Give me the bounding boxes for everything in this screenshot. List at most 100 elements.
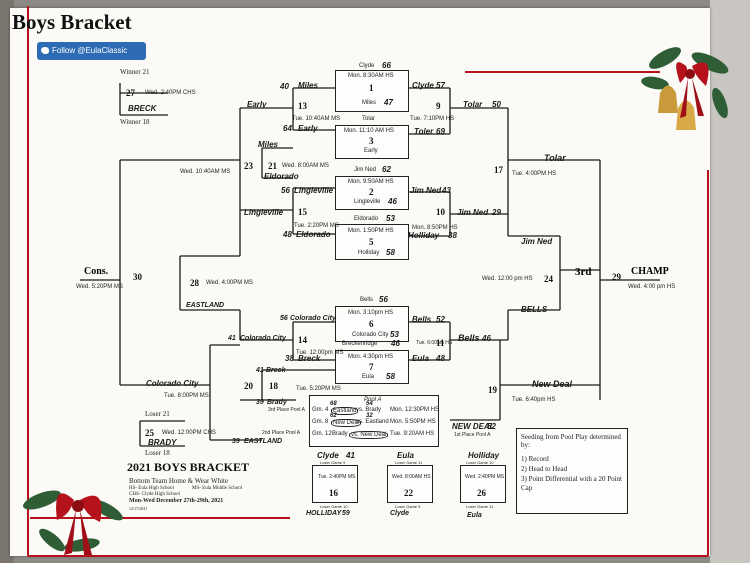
- pool-row-time: Mon. 5:50PM HS: [390, 419, 436, 425]
- game14-top-team: Colorado City: [290, 315, 336, 322]
- game27-time: Wed. 2:40PM CHS: [145, 90, 196, 96]
- loser21-label: Loser 21: [145, 410, 170, 418]
- game3-time: Mon. 11:10 AM HS: [344, 128, 394, 134]
- game3-number: 3: [369, 136, 374, 146]
- pool-row-game: Gm. 8: [312, 419, 329, 425]
- game11-winner: Bells: [458, 333, 480, 343]
- game20-top-team: Brady: [267, 399, 287, 406]
- footer-line1: Bottom Team Home & Wear White: [129, 477, 229, 485]
- pool-row-time: Tue. 9:20AM HS: [390, 431, 435, 437]
- game26-card: Holliday Loser Game 10 Wed. 2:40PM MS 26…: [460, 451, 506, 511]
- game29-time: Wed. 4:00 pm HS: [628, 284, 676, 290]
- game22-card: Eula Loser Game 11 Wed. 8:00AM HS 22 Los…: [387, 451, 433, 511]
- game26-time: Wed. 2:40PM MS: [465, 474, 505, 480]
- game16-foot-team: HOLLIDAY: [306, 510, 342, 517]
- game1-box: Mon. 8:30AM HS 1 Miles 47: [335, 70, 409, 112]
- game14-number: 14: [298, 335, 307, 345]
- seeding-title: Seeding from Pool Play determined by:: [521, 433, 621, 449]
- game24-bottom-team: BELLS: [521, 305, 548, 314]
- game26-box: Wed. 2:40PM MS 26: [460, 465, 506, 503]
- pool-rows: Gm. 4 68 Eastland vs. Brady 54 Mon. 12:3…: [312, 401, 440, 440]
- game7-bottom-team: Eula: [362, 374, 375, 380]
- game18-number: 18: [269, 381, 278, 391]
- footer-line5: 12/17/2021: [129, 506, 148, 511]
- game18-top-score: 38: [285, 354, 294, 363]
- champ-label: CHAMP: [631, 266, 669, 277]
- game16-card: Clyde 41 Loser Game 9 Tue. 2:40PM MS 16 …: [312, 451, 358, 511]
- game1-bottom-team: Miles: [362, 100, 377, 106]
- game23-time: Wed. 10:40AM MS: [180, 169, 231, 175]
- game19-bottom-score: 52: [487, 422, 496, 431]
- game10-winner-score: 29: [492, 208, 501, 217]
- footer-line4: Mon-Wed December 27th-29th, 2021: [129, 498, 224, 504]
- game7-bottom-score: 58: [386, 372, 395, 381]
- game11-top-score: 52: [436, 315, 445, 324]
- game27-team: BRECK: [128, 104, 157, 113]
- game11-number: 11: [436, 338, 445, 348]
- game21-top-team: Miles: [258, 140, 279, 149]
- game15-winner: Lingleville: [244, 208, 284, 217]
- cons-label: Cons.: [84, 266, 109, 277]
- game7-top-score: 46: [391, 339, 400, 348]
- game9-winner: Tolar: [463, 100, 483, 109]
- pool-title: Pool A: [364, 397, 382, 403]
- game13-winner: Early: [247, 100, 267, 109]
- pool-row-team1: Brady: [332, 431, 348, 437]
- game18-time: Tue. 5:20PM MS: [296, 386, 341, 392]
- third-place-label: 3rd: [575, 266, 592, 278]
- pool-row-time: Mon. 12:30PM HS: [390, 407, 440, 413]
- game11-winner-score: 46: [482, 334, 491, 343]
- game20-bottom-score: 39: [232, 438, 240, 445]
- seeding-item: 1) Record: [521, 455, 549, 463]
- game15-bottom-team: Eldorado: [296, 230, 331, 239]
- game15-top-team: Lingleville: [294, 186, 334, 195]
- game22-number: 22: [404, 488, 413, 498]
- game14-time: Tue. 12:00pm MS: [296, 350, 344, 356]
- game21-number: 21: [268, 161, 277, 171]
- game13-bottom-score: 64: [283, 124, 292, 133]
- pool-row: Gm. 8 62 New Deal vs. Eastland 32 Mon. 5…: [312, 413, 436, 428]
- game6-top-team: Bells: [360, 297, 374, 303]
- game15-bottom-score: 48: [283, 230, 292, 239]
- game30-team-time: Tue. 8:00PM MS: [164, 393, 209, 399]
- game3-bottom-team: Early: [364, 148, 378, 154]
- game9-top-team: Clyde: [412, 81, 434, 90]
- pool-row: Gm. 12 Brady vs. New Deal Tue. 9:20AM HS: [312, 428, 436, 440]
- follow-button[interactable]: Follow @EulaClassic: [37, 42, 146, 60]
- game15-number: 15: [298, 207, 307, 217]
- game18-bottom-team: Breck: [266, 367, 286, 374]
- game30-team: Colorado City: [146, 379, 199, 388]
- game21-time: Wed. 8:00AM MS: [282, 163, 329, 169]
- pool-row-game: Gm. 4: [312, 407, 329, 413]
- game7-number: 7: [369, 362, 374, 372]
- game16-hand-team: Clyde: [317, 451, 339, 460]
- page-title: Boys Bracket: [12, 10, 132, 34]
- game10-top-team: Jim Ned: [410, 186, 442, 195]
- game10-bottom-team: Holliday: [408, 231, 440, 240]
- game10-bottom-score: 38: [448, 231, 457, 240]
- loser18-label: Loser 18: [145, 449, 170, 457]
- game17-time: Tue. 4:00PM HS: [512, 171, 557, 177]
- game13-number: 13: [298, 101, 307, 111]
- game9-top-score: 57: [436, 81, 445, 90]
- game17-number: 17: [494, 165, 503, 175]
- game5-number: 5: [369, 237, 374, 247]
- game14-top-score: 56: [280, 315, 288, 322]
- game16-label: Loser Game 9: [320, 460, 346, 465]
- seeding-item: 3) Point Differential with a 20 Point Ca…: [521, 475, 622, 492]
- game28-time: Wed. 4:00PM MS: [206, 280, 253, 286]
- game19-bottom-note: 1st Place Pool A: [454, 432, 491, 438]
- winner21-label: Winner 21: [120, 68, 150, 76]
- bells-ornament-decoration: [641, 47, 729, 130]
- game19-bottom-team: NEW DEAL: [452, 422, 495, 431]
- game15-top-score: 56: [281, 186, 290, 195]
- red-border: [27, 6, 709, 557]
- game11-time: Tue. 6:00am HS: [416, 340, 453, 346]
- game20-bottom-team: EASTLAND: [244, 438, 283, 445]
- game20-bottom-note: 2nd Place Pool A: [262, 430, 301, 436]
- game1-bottom-score: 47: [384, 98, 393, 107]
- game30-time: Wed. 5:20PM MS: [76, 284, 123, 290]
- game9-winner-score: 50: [492, 100, 501, 109]
- game10-number: 10: [436, 207, 445, 217]
- follow-label: Follow @EulaClassic: [52, 46, 128, 55]
